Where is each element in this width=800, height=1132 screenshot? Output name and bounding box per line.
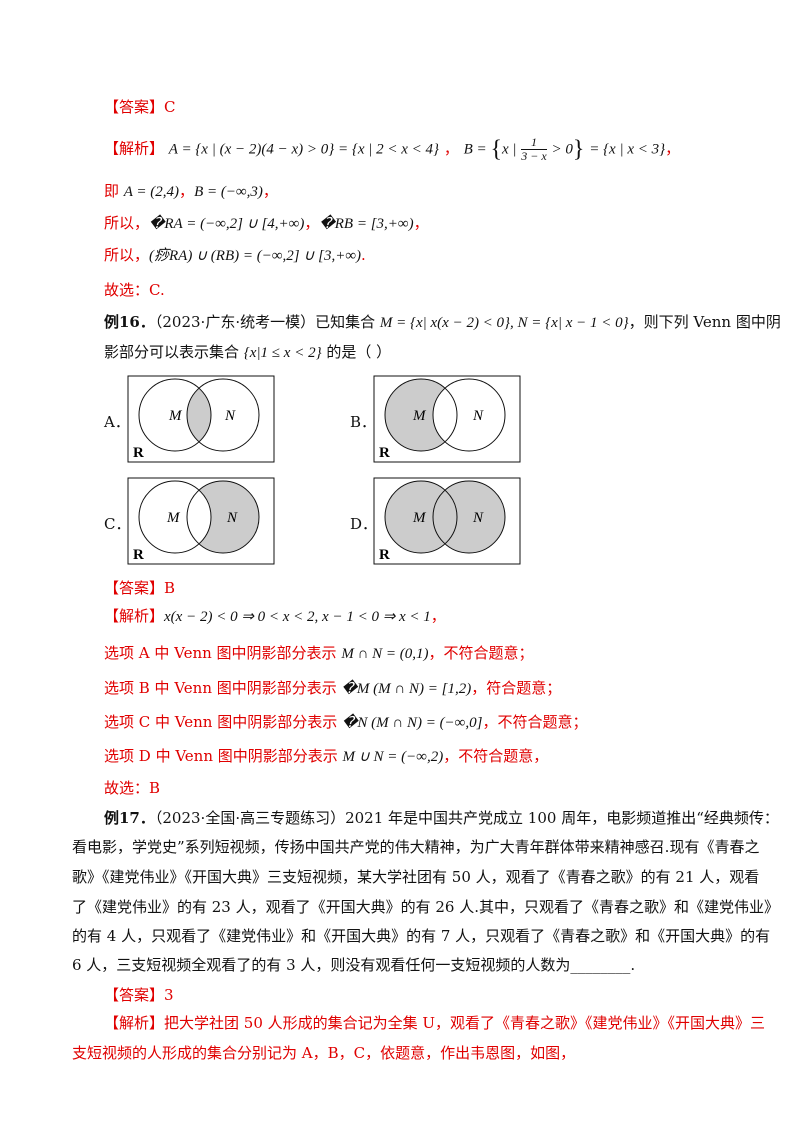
analysis-3-line-1: 【解析】把大学社团 50 人形成的集合记为全集 U，观看了《青春之歌》《建党伟业… [104,1014,766,1032]
analysis-line-1: 【解析】 A = {x | (x − 2)(4 − x) > 0} = {x |… [104,135,681,163]
analysis-line-3: 所以，�RA = (−∞,2] ∪ [4,+∞)，�RB = [3,+∞)， [104,214,429,232]
venn-label-r: R [133,547,144,563]
option-b-letter: B． [350,413,377,431]
analysis-2-option-c: 选项 C 中 Venn 图中阴影部分表示 �N (M ∩ N) = (−∞,0]… [104,713,588,731]
answer-line-3: 【答案】3 [104,986,174,1004]
example-17-line-1: 例17．（2023·全国·高三专题练习）2021 年是中国共产党成立 100 周… [104,809,779,827]
analysis-line-4: 所以，(痧RA) ∪ (RB) = (−∞,2] ∪ [3,+∞). [104,246,366,264]
option-d-letter: D． [350,515,378,533]
option-a-letter: A． [104,413,130,431]
example-16-line-1: 例16．（2023·广东·统考一模）已知集合 M = {x| x(x − 2) … [104,313,781,331]
venn-label-r: R [379,445,390,461]
venn-label-m: M [412,510,427,526]
analysis-2-conclusion: 故选：B [104,779,161,797]
venn-label-m: M [412,408,427,424]
analysis-3-line-2: 支短视频的人形成的集合分别记为 A，B，C，依题意，作出韦恩图，如图， [72,1044,576,1062]
analysis-tag: 【解析】 [104,139,165,158]
venn-label-n: N [472,510,484,526]
venn-diagram-a[interactable]: M N R [127,375,275,463]
venn-diagram-b[interactable]: M N R [373,375,521,463]
analysis-2-option-a: 选项 A 中 Venn 图中阴影部分表示 M ∩ N = (0,1)，不符合题意… [104,644,534,662]
venn-diagram-c[interactable]: M N R [127,477,275,565]
example-17-line-3: 歌》《建党伟业》《开国大典》三支短视频，某大学社团有 50 人，观看了《青春之歌… [72,868,760,886]
analysis-2-option-d: 选项 D 中 Venn 图中阴影部分表示 M ∪ N = (−∞,2)，不符合题… [104,747,549,765]
venn-label-m: M [166,510,181,526]
analysis-line-2: 即 A = (2,4)，B = (−∞,3)， [104,182,278,200]
example-17-line-2: 看电影，学党史”系列短视频，传扬中国共产党的伟大精神，为广大青年群体带来精神感召… [72,838,760,856]
venn-label-n: N [226,510,238,526]
example-16-line-2: 影部分可以表示集合 {x|1 ≤ x < 2} 的是（ ） [104,343,392,361]
venn-label-m: M [168,408,183,424]
analysis-conclusion: 故选：C. [104,281,165,299]
example-label: 例16． [104,313,155,331]
venn-diagram-d[interactable]: M N R [373,477,521,565]
example-17-line-5: 的有 4 人，只观看了《建党伟业》和《开国大典》的有 7 人，只观看了《青春之歌… [72,927,771,945]
set-a-definition: A = {x | (x − 2)(4 − x) > 0} = {x | 2 < … [168,141,440,158]
analysis-2-line-1: 【解析】x(x − 2) < 0 ⇒ 0 < x < 2, x − 1 < 0 … [104,607,446,625]
answer-tag: 【答案】 [104,98,165,116]
answer-value: C [164,98,176,116]
set-b-result: = {x | x < 3} [589,141,666,158]
example-17-line-6: 6 人，三支短视频全观看了的有 3 人，则没有观看任何一支短视频的人数为____… [72,956,636,974]
venn-label-r: R [379,547,390,563]
answer-line-2: 【答案】B [104,579,176,597]
analysis-2-option-b: 选项 B 中 Venn 图中阴影部分表示 �M (M ∩ N) = [1,2)，… [104,679,562,697]
option-c-letter: C． [104,515,131,533]
venn-label-n: N [472,408,484,424]
answer-line: 【答案】C [104,96,176,118]
example-17-line-4: 了《建党伟业》的有 23 人，观看了《开国大典》的有 26 人.其中，只观看了《… [72,898,780,916]
set-b-label: B = [463,141,491,158]
venn-label-r: R [133,445,144,461]
venn-label-n: N [224,408,236,424]
